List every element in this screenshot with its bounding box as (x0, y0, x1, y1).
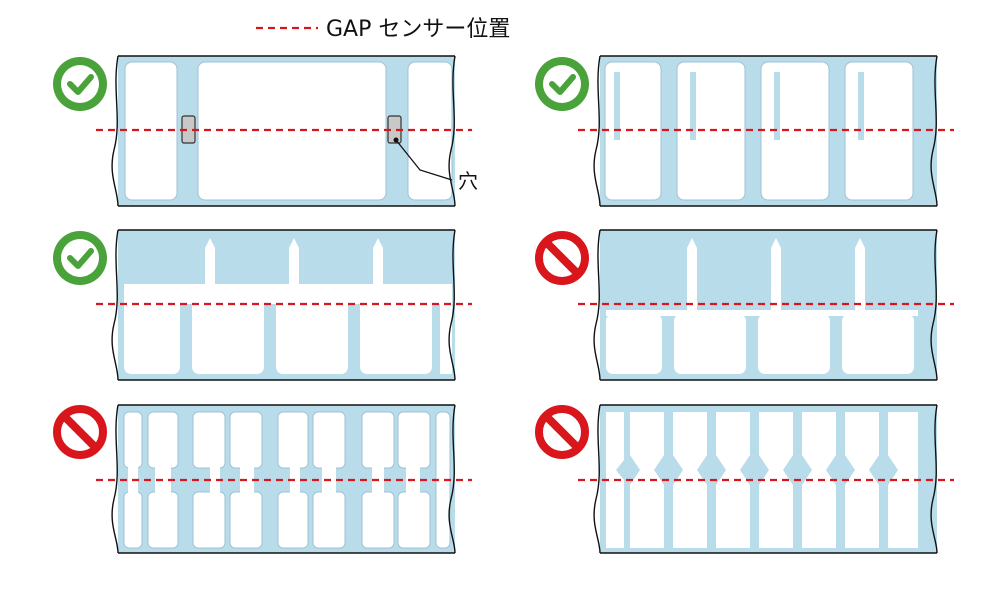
panel-waisted-labels-ng (578, 404, 954, 554)
legend: GAP センサー位置 (256, 17, 510, 42)
panel-small-labels-ng (96, 404, 472, 554)
panel-holes: 穴 (96, 55, 478, 207)
hole-callout-label: 穴 (458, 169, 478, 193)
panel-notched-labels (578, 55, 954, 207)
panel-t-labels-ok (96, 229, 472, 381)
status-ng-prohibited-icon (53, 405, 107, 459)
status-ok-check-icon (535, 57, 589, 111)
status-ng-prohibited-icon (535, 405, 589, 459)
hole-callout-leader (395, 139, 453, 181)
panel-t-labels-ng (578, 229, 954, 381)
legend-label: GAP センサー位置 (326, 17, 510, 42)
status-ok-check-icon (53, 231, 107, 285)
status-ok-check-icon (53, 57, 107, 111)
status-ng-prohibited-icon (535, 231, 589, 285)
